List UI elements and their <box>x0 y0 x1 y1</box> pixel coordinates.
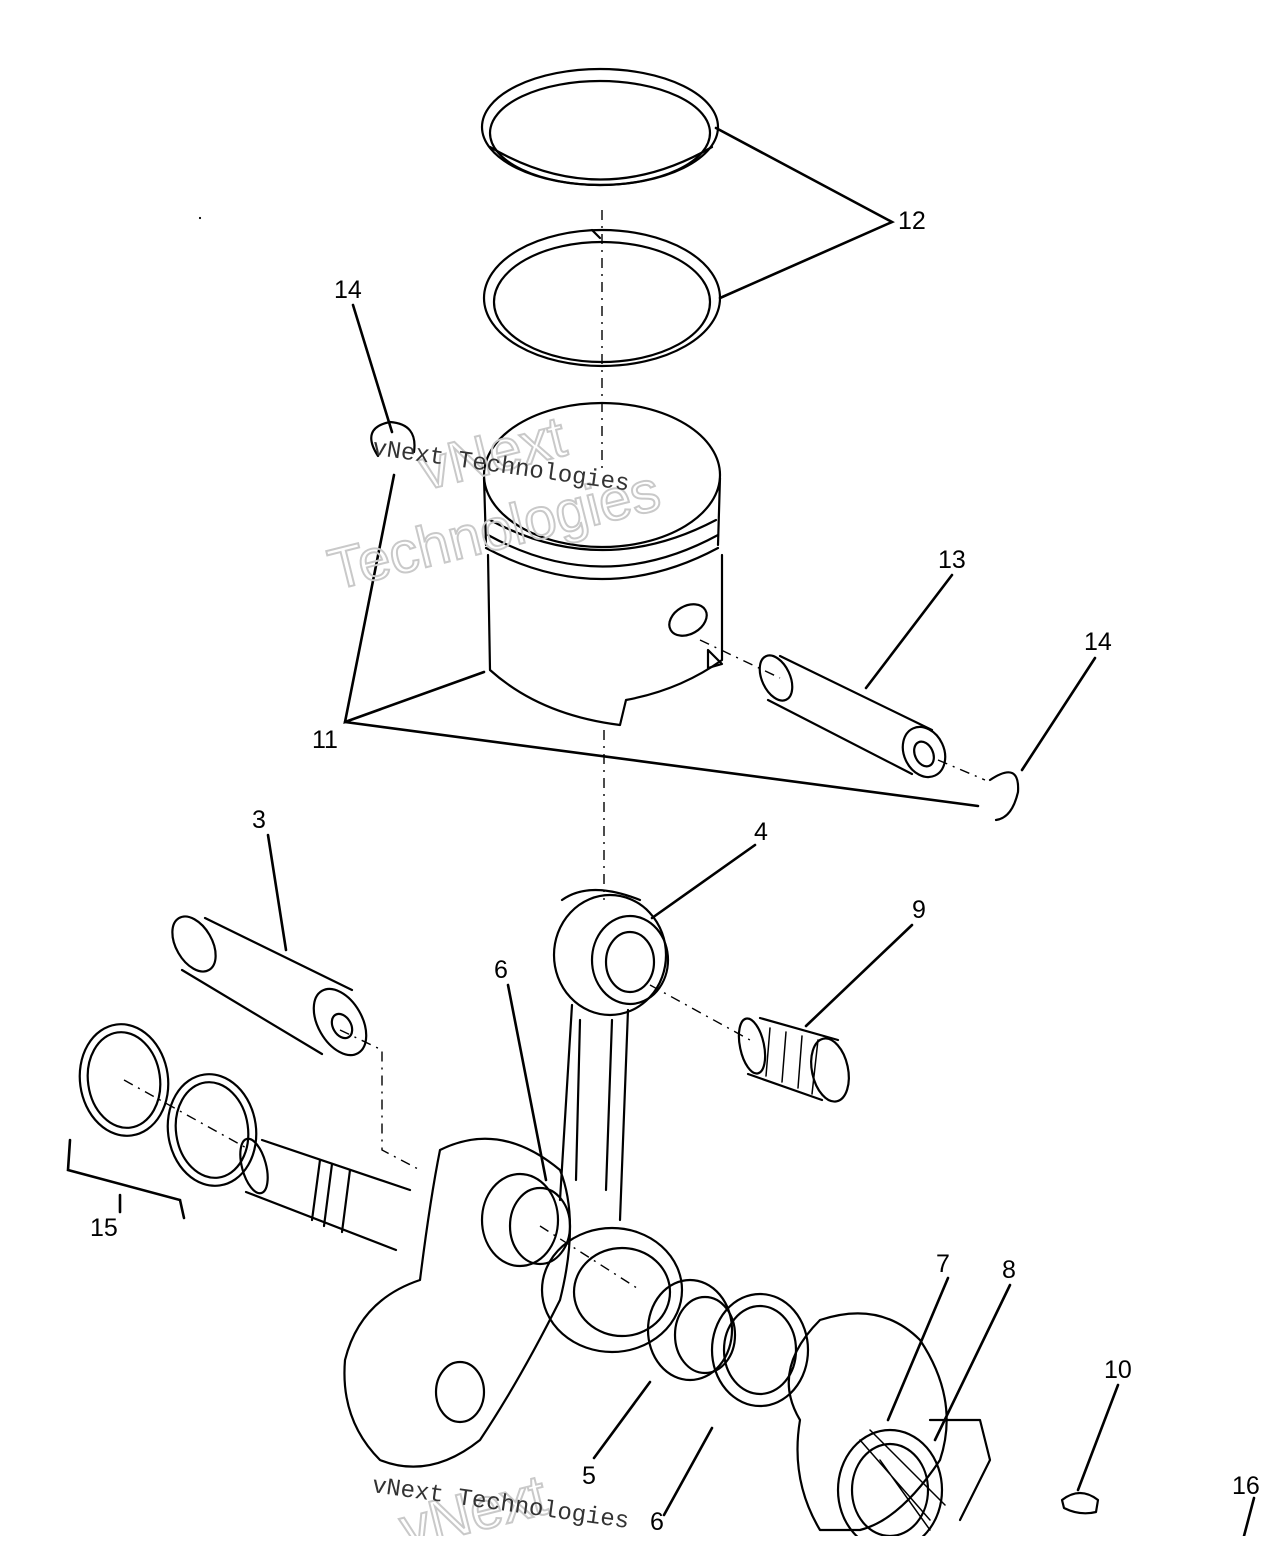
crank-pin <box>171 216 368 1057</box>
assembly-center-lines <box>123 210 986 1291</box>
piston <box>482 401 724 727</box>
callout-10: 10 <box>1104 1356 1132 1384</box>
crankshaft <box>239 1137 992 1541</box>
callout-13: 13 <box>938 546 966 574</box>
callout-16: 16 <box>1232 1472 1260 1500</box>
callout-labels: 12 14 13 14 11 3 4 9 6 15 7 8 10 5 6 16 <box>90 207 1260 1536</box>
piston-pin <box>758 654 947 779</box>
needle-bearing-small-end <box>737 1016 850 1103</box>
callout-14-upper: 14 <box>334 276 362 304</box>
connecting-rod <box>540 888 684 1354</box>
callout-5: 5 <box>582 1462 596 1490</box>
thrust-washer-outer <box>78 1023 170 1137</box>
callout-6-lower: 6 <box>650 1508 664 1536</box>
leader-lines <box>66 126 1256 1538</box>
pin-clip-right <box>988 771 1020 822</box>
piston-ring-upper <box>480 67 720 187</box>
thrust-washer-inner <box>166 1073 258 1187</box>
callout-4: 4 <box>754 818 768 846</box>
callout-15: 15 <box>90 1214 118 1242</box>
callout-12: 12 <box>898 207 926 235</box>
callout-14-right: 14 <box>1084 628 1112 656</box>
callout-7: 7 <box>936 1250 950 1278</box>
callout-3: 3 <box>252 806 266 834</box>
callout-6-upper: 6 <box>494 956 508 984</box>
callout-8: 8 <box>1002 1256 1016 1284</box>
callout-11: 11 <box>312 726 338 754</box>
callout-9: 9 <box>912 896 926 924</box>
woodruff-key <box>1060 1491 1100 1515</box>
